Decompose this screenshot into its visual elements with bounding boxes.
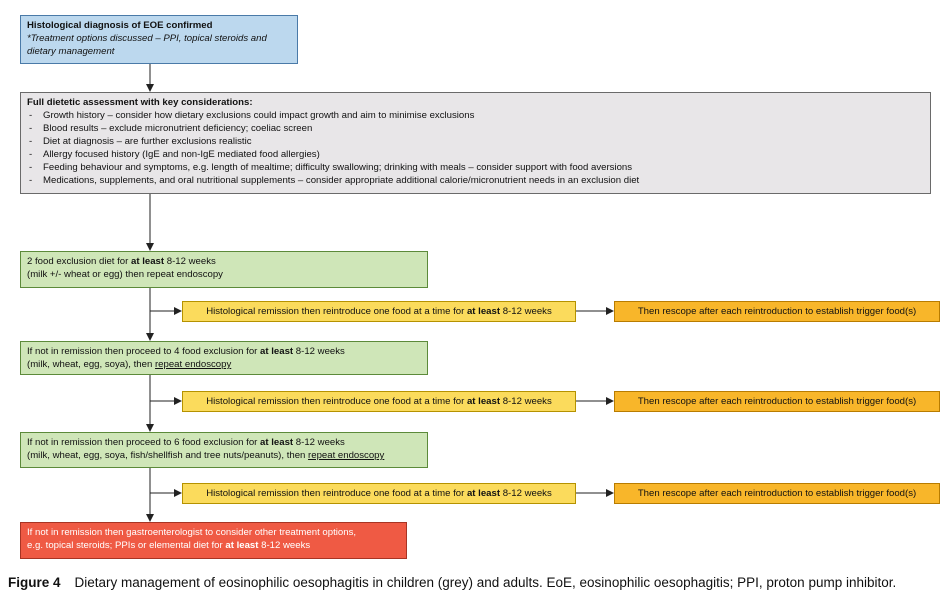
remission-text: Histological remission then reintroduce … (206, 488, 467, 499)
final-emphasis: at least (225, 540, 259, 551)
step2-text: If not in remission then proceed to 4 fo… (27, 346, 261, 357)
step3-endoscopy: repeat endoscopy (308, 450, 385, 461)
remission-duration: 8-12 weeks (500, 396, 552, 407)
diagnosis-title: Histological diagnosis of EOE confirmed (27, 20, 213, 31)
gastroenterologist-referral-box: If not in remission then gastroenterolog… (20, 522, 407, 559)
step2-duration: 8-12 weeks (293, 346, 345, 357)
remission-duration: 8-12 weeks (500, 306, 552, 317)
assessment-item: Allergy focused history (IgE and non-IgE… (27, 148, 924, 161)
remission-emphasis: at least (466, 488, 501, 499)
assessment-title: Full dietetic assessment with key consid… (27, 97, 253, 108)
rescope-text: Then rescope after each reintroduction t… (637, 488, 917, 499)
step3-detail: (milk, wheat, egg, soya, fish/shellfish … (27, 450, 309, 461)
assessment-item: Medications, supplements, and oral nutri… (27, 174, 924, 187)
remission-text: Histological remission then reintroduce … (206, 306, 467, 317)
rescope-text: Then rescope after each reintroduction t… (637, 306, 917, 317)
final-detail: e.g. topical steroids; PPIs or elemental… (27, 540, 226, 551)
remission-emphasis: at least (466, 396, 501, 407)
six-food-exclusion-box: If not in remission then proceed to 6 fo… (20, 432, 428, 468)
assessment-item: Feeding behaviour and symptoms, e.g. len… (27, 161, 924, 174)
rescope-box-3: Then rescope after each reintroduction t… (614, 483, 940, 504)
assessment-item: Diet at diagnosis – are further exclusio… (27, 135, 924, 148)
diagnosis-subtitle: *Treatment options discussed – PPI, topi… (27, 33, 267, 57)
step1-detail: (milk +/- wheat or egg) then repeat endo… (27, 269, 223, 280)
remission-duration: 8-12 weeks (500, 488, 552, 499)
step1-text: 2 food exclusion diet for (27, 256, 131, 267)
dietetic-assessment-box: Full dietetic assessment with key consid… (20, 92, 931, 194)
remission-box-3: Histological remission then reintroduce … (182, 483, 576, 504)
step2-emphasis: at least (260, 346, 294, 357)
step1-emphasis: at least (131, 256, 165, 267)
figure-label: Figure 4 (8, 575, 61, 590)
remission-box-1: Histological remission then reintroduce … (182, 301, 576, 322)
step3-text: If not in remission then proceed to 6 fo… (27, 437, 261, 448)
assessment-list: Growth history – consider how dietary ex… (27, 109, 924, 187)
four-food-exclusion-box: If not in remission then proceed to 4 fo… (20, 341, 428, 375)
two-food-exclusion-box: 2 food exclusion diet for at least 8-12 … (20, 251, 428, 288)
step2-detail: (milk, wheat, egg, soya), then (27, 359, 155, 370)
step3-duration: 8-12 weeks (293, 437, 345, 448)
rescope-box-1: Then rescope after each reintroduction t… (614, 301, 940, 322)
remission-text: Histological remission then reintroduce … (206, 396, 467, 407)
assessment-item: Blood results – exclude micronutrient de… (27, 122, 924, 135)
assessment-item: Growth history – consider how dietary ex… (27, 109, 924, 122)
figure-caption: Figure 4 Dietary management of eosinophil… (8, 575, 942, 590)
remission-box-2: Histological remission then reintroduce … (182, 391, 576, 412)
remission-emphasis: at least (466, 306, 501, 317)
rescope-box-2: Then rescope after each reintroduction t… (614, 391, 940, 412)
step3-emphasis: at least (260, 437, 294, 448)
step2-endoscopy: repeat endoscopy (154, 359, 232, 370)
diagnosis-box: Histological diagnosis of EOE confirmed … (20, 15, 298, 64)
caption-text: Dietary management of eosinophilic oesop… (74, 575, 897, 590)
final-duration: 8-12 weeks (258, 540, 311, 551)
step1-duration: 8-12 weeks (164, 256, 216, 267)
rescope-text: Then rescope after each reintroduction t… (637, 396, 917, 407)
final-text: If not in remission then gastroenterolog… (27, 527, 357, 538)
